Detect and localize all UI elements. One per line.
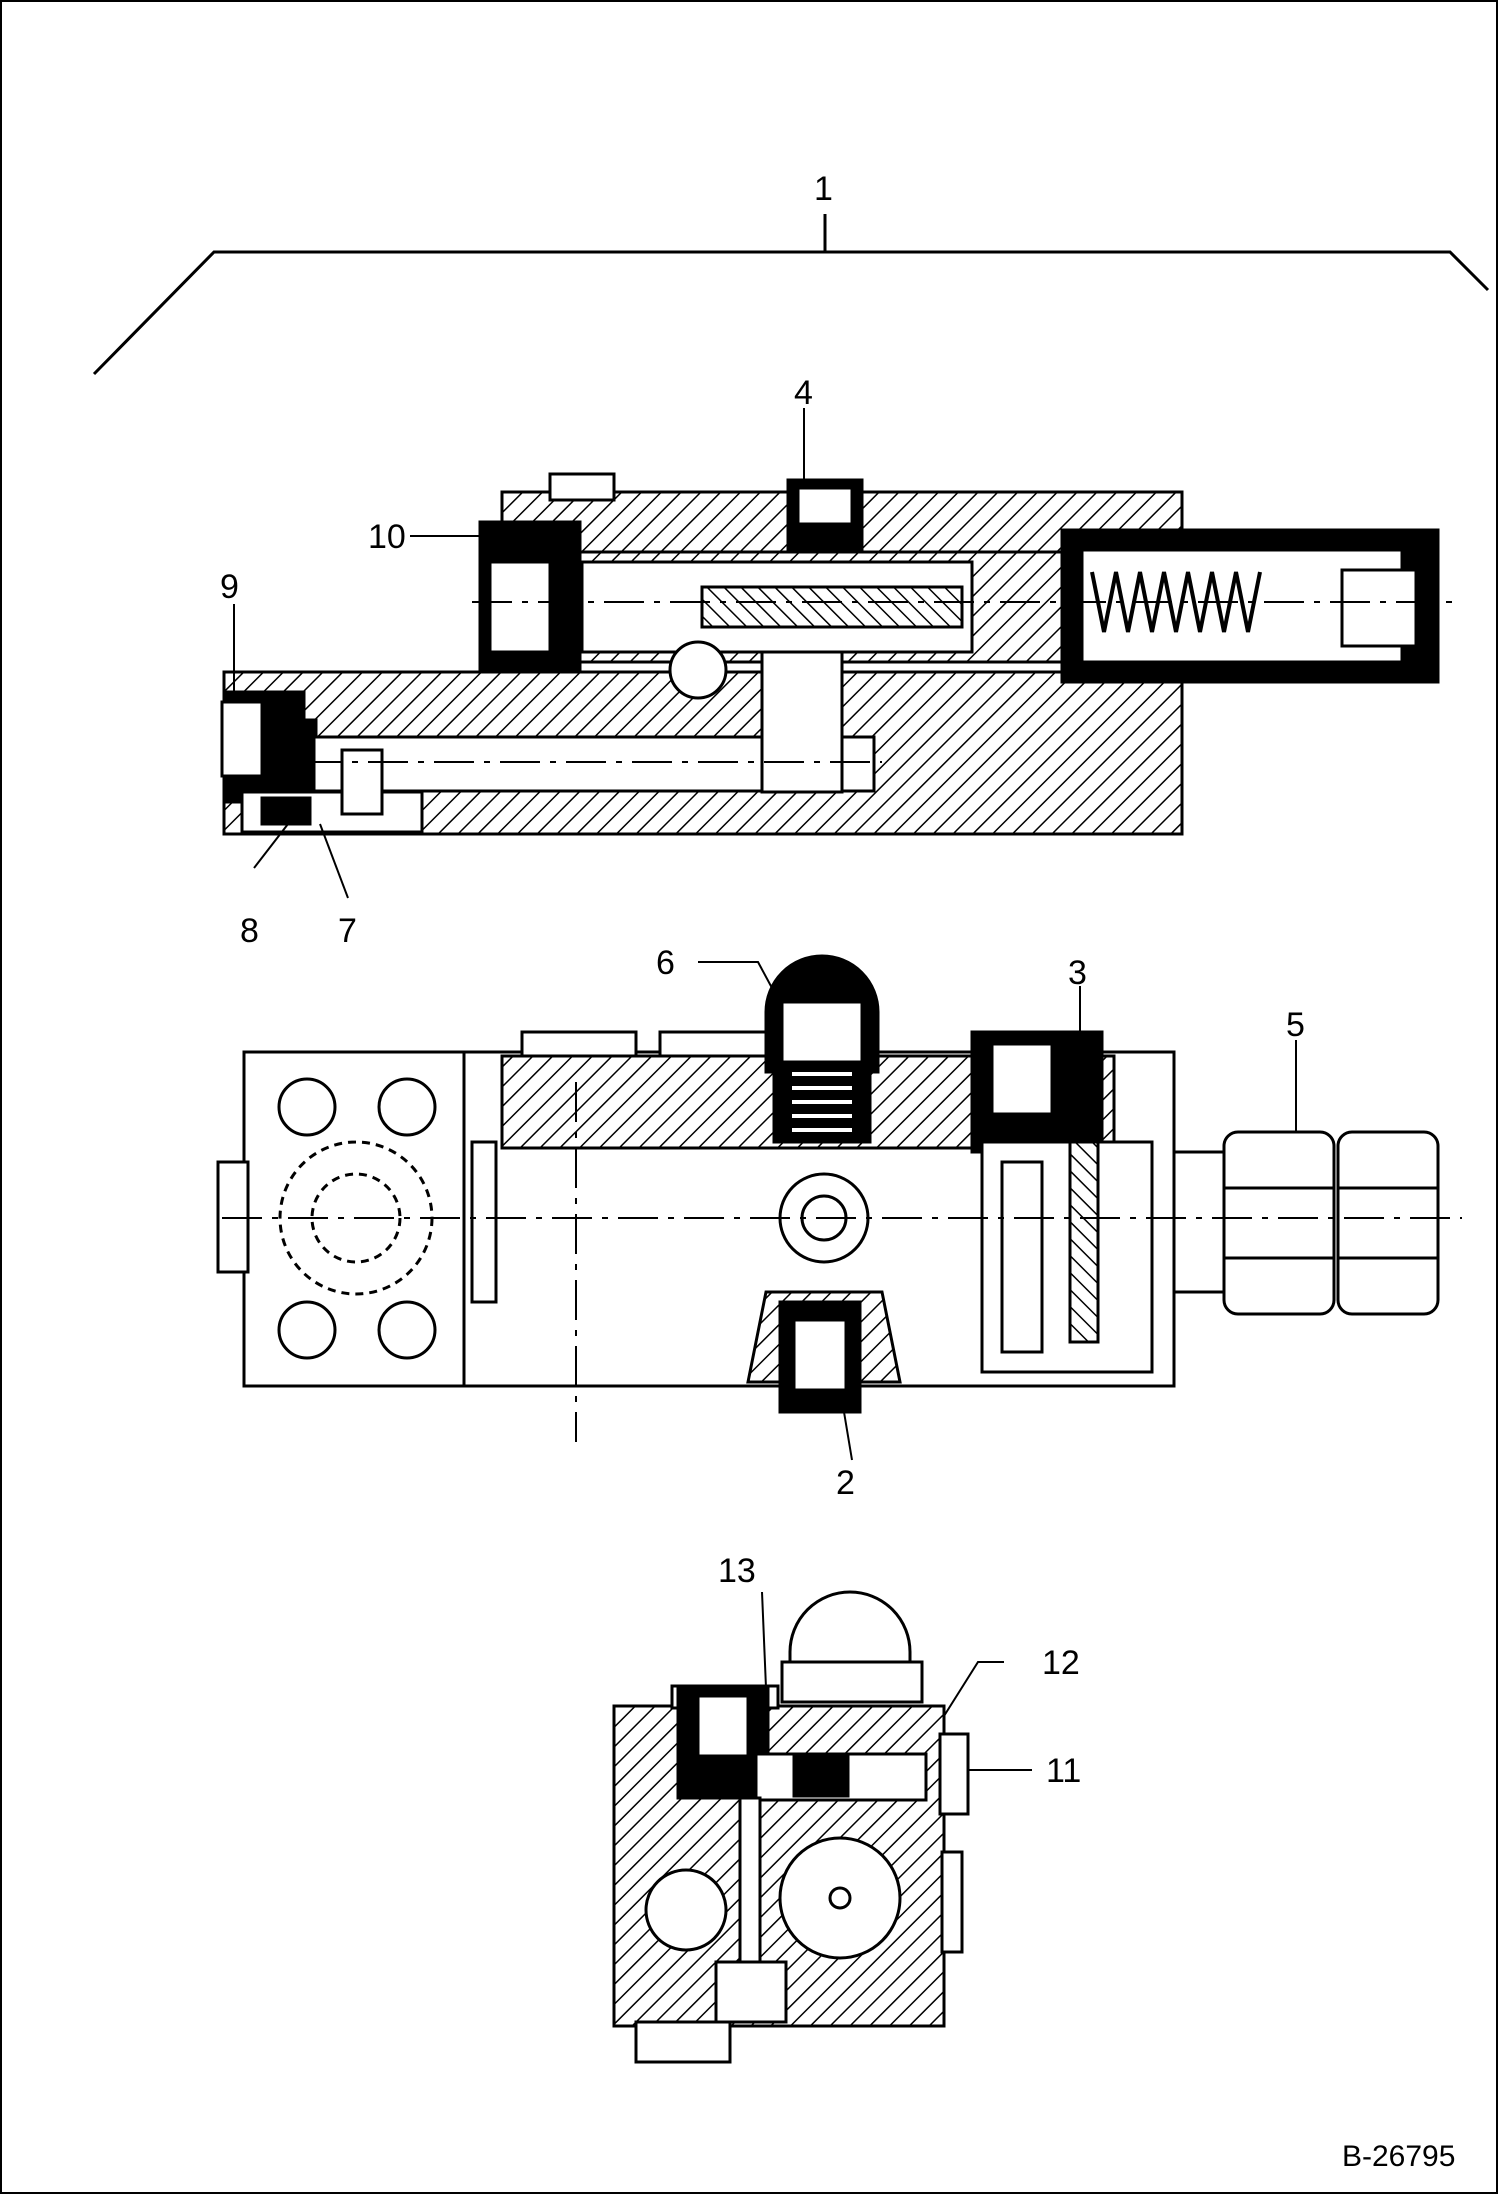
callout-4: 4: [794, 374, 813, 412]
drawing-code: B-26795: [1342, 2140, 1455, 2173]
callout-10: 10: [368, 518, 406, 556]
callout-13: 13: [718, 1552, 756, 1590]
assembly-bracket: [92, 214, 1490, 376]
bottom-end-view: [612, 1590, 970, 2064]
callout-7: 7: [338, 912, 357, 950]
callout-leaders: [233, 408, 1297, 1771]
callout-12: 12: [1042, 1644, 1080, 1682]
callout-5: 5: [1286, 1006, 1305, 1044]
callout-9: 9: [220, 568, 239, 606]
callout-3: 3: [1068, 954, 1087, 992]
middle-side-view: [216, 954, 1462, 1442]
callout-8: 8: [240, 912, 259, 950]
callout-11: 11: [1046, 1752, 1081, 1790]
callout-2: 2: [836, 1464, 855, 1502]
top-section-view: [220, 472, 1462, 836]
callout-1: 1: [814, 170, 833, 208]
callout-6: 6: [656, 944, 675, 982]
